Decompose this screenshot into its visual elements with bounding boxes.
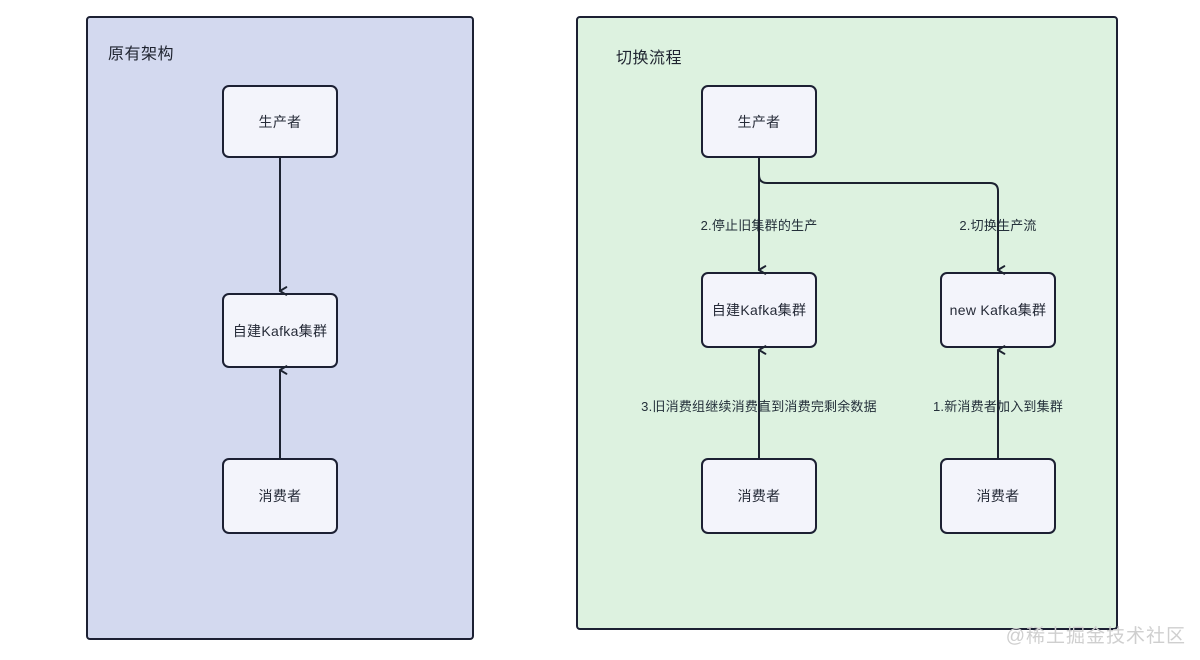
node-migration-new-kafka-cluster[interactable]: new Kafka集群 [940,272,1056,348]
node-legacy-producer[interactable]: 生产者 [222,85,338,158]
node-migration-old-kafka-cluster[interactable]: 自建Kafka集群 [701,272,817,348]
node-migration-new-consumer[interactable]: 消费者 [940,458,1056,534]
watermark: @稀土掘金技术社区 [1005,626,1186,647]
node-legacy-consumer[interactable]: 消费者 [222,458,338,534]
panel-legacy-title: 原有架构 [108,46,175,63]
node-migration-producer[interactable]: 生产者 [701,85,817,158]
edge-label-old-consumer-drain: 3.旧消费组继续消费直到消费完剩余数据 [641,399,877,414]
edge-label-switch-production-stream: 2.切换生产流 [959,218,1037,233]
node-legacy-kafka-cluster[interactable]: 自建Kafka集群 [222,293,338,368]
edge-label-stop-old-production: 2.停止旧集群的生产 [700,218,818,233]
node-migration-old-consumer[interactable]: 消费者 [701,458,817,534]
edge-label-new-consumer-join: 1.新消费者加入到集群 [932,399,1064,414]
panel-migration-title: 切换流程 [616,50,683,67]
